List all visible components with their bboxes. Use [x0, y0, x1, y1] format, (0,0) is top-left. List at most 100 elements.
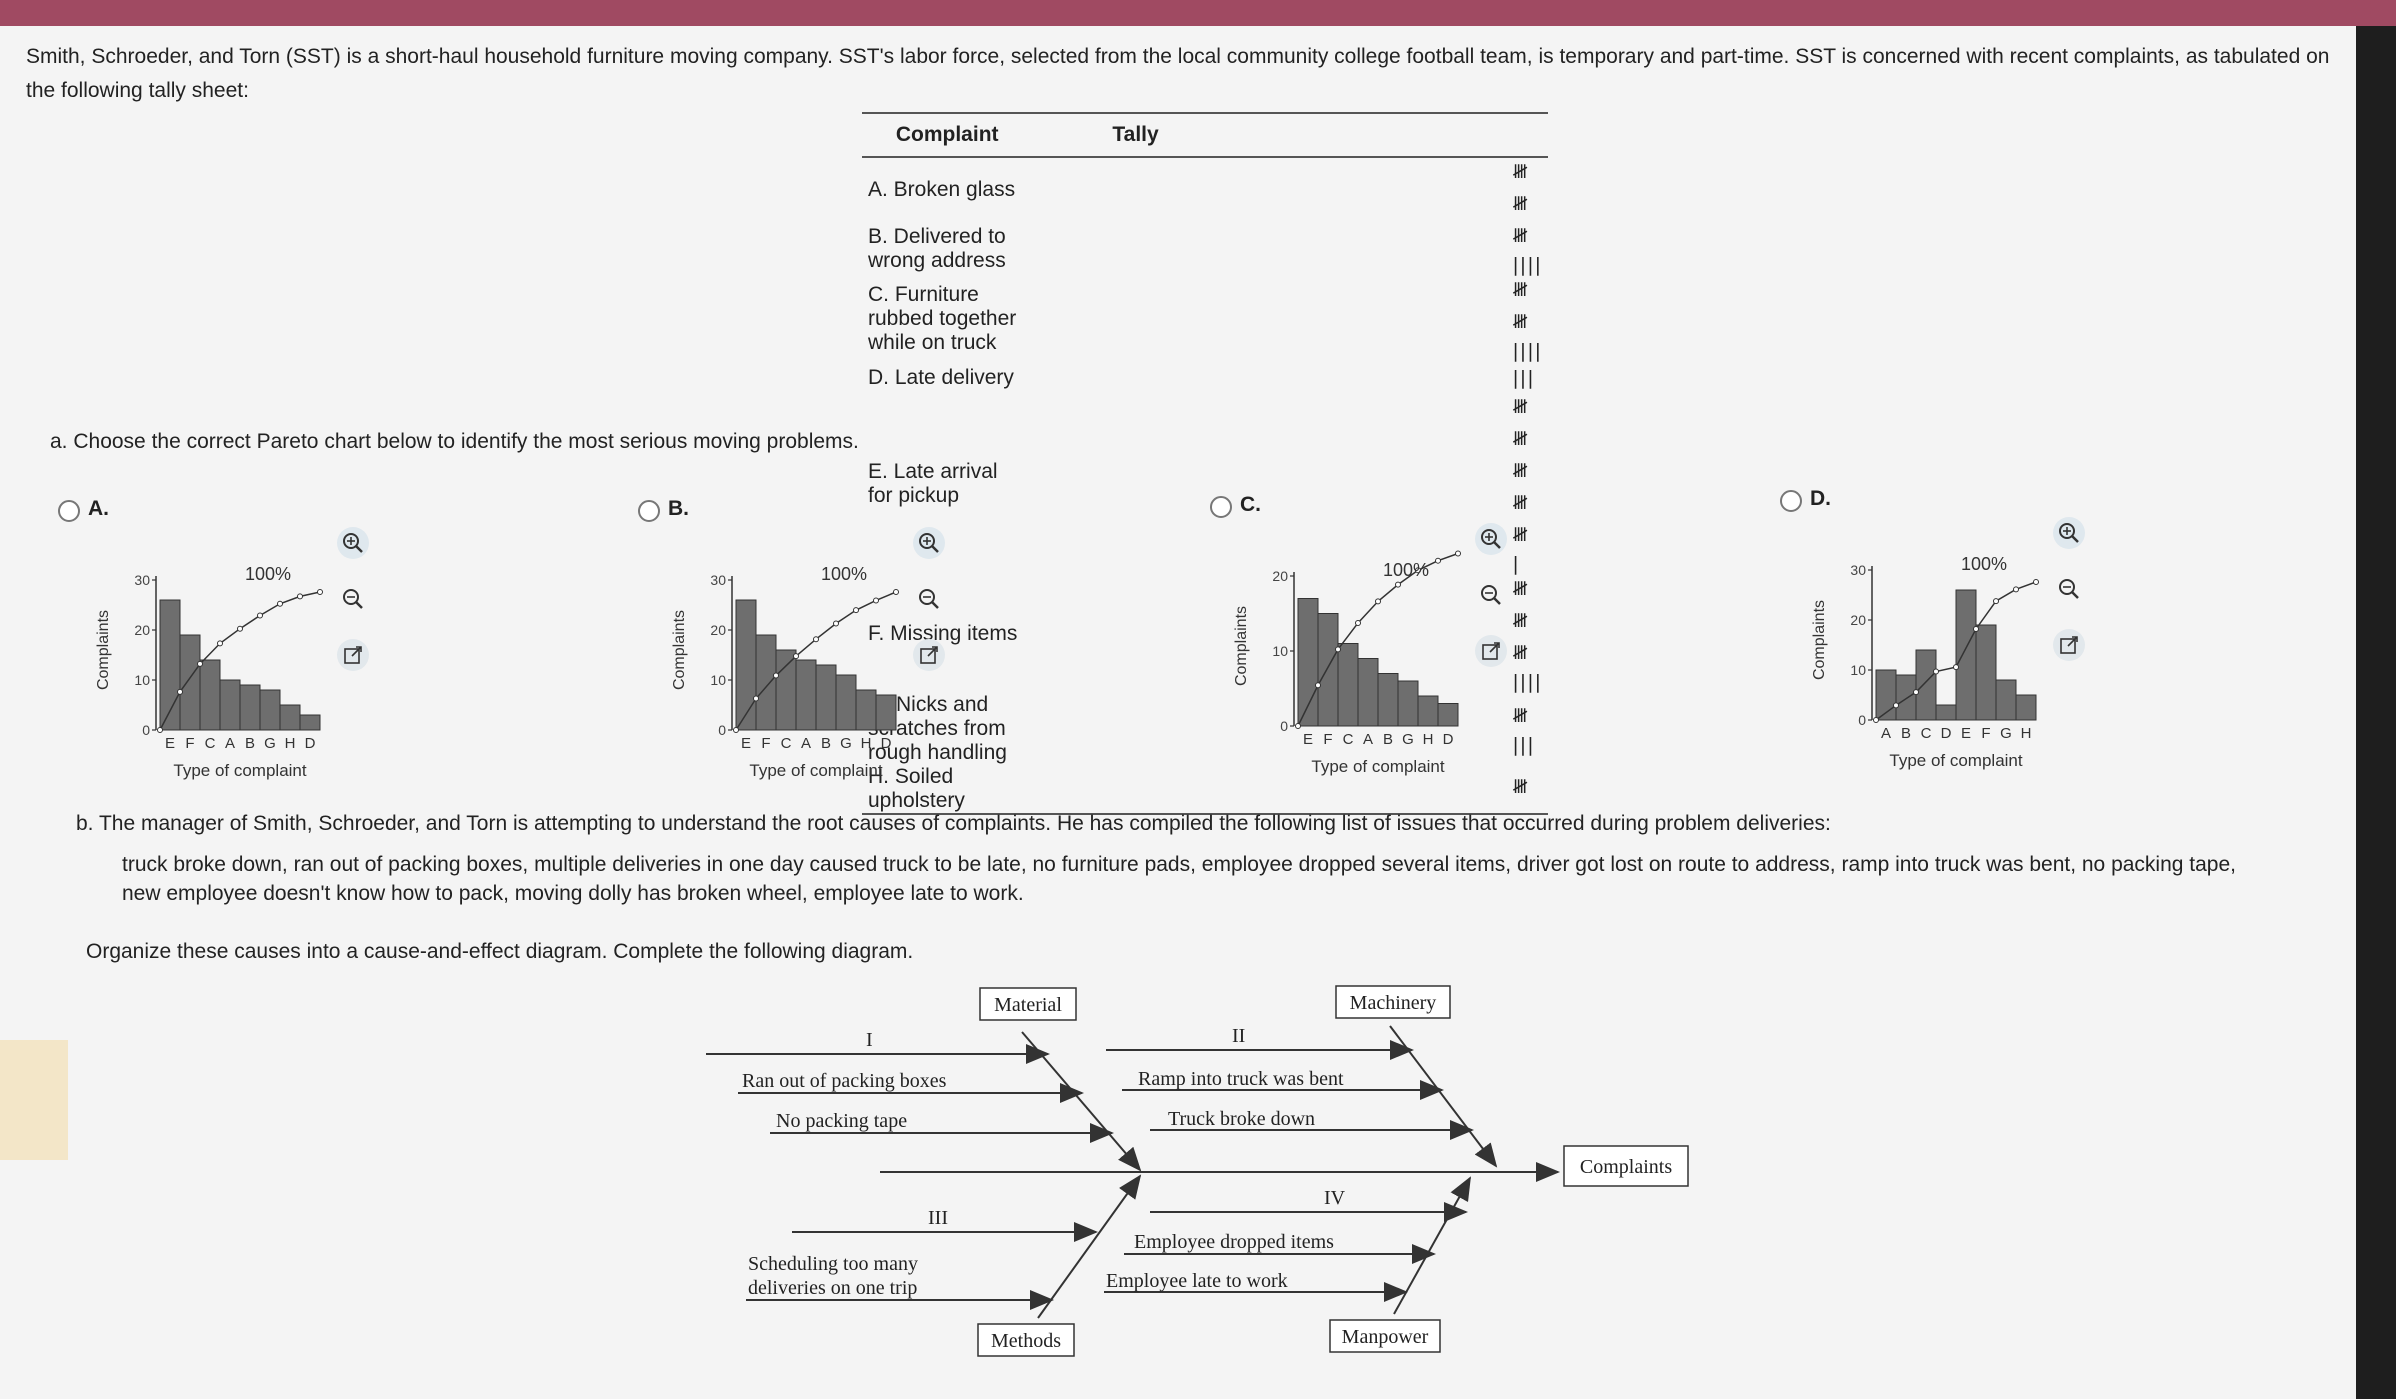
cumulative-point: [197, 660, 203, 667]
complaint-cell: D. Late delivery: [868, 365, 1014, 389]
x-tick-label: G: [264, 735, 276, 752]
zoom-in-icon[interactable]: [2052, 516, 2086, 550]
open-external-icon[interactable]: [336, 638, 370, 672]
y-tick-label: 0: [1858, 712, 1866, 728]
bar-G: [259, 689, 281, 731]
zoom-out-icon[interactable]: [912, 582, 946, 616]
intro-text: Smith, Schroeder, and Torn (SST) is a sh…: [26, 45, 2330, 102]
bar-H: [2015, 694, 2037, 721]
cumulative-point: [1933, 668, 1939, 675]
bar-B: [1377, 673, 1399, 727]
open-external-icon[interactable]: [2052, 628, 2086, 662]
tally-cell: |||: [1512, 366, 1535, 389]
x-tick-label: B: [1383, 731, 1393, 748]
x-tick-label: A: [801, 735, 811, 752]
zoom-in-icon[interactable]: [912, 526, 946, 560]
bar-E: [735, 599, 757, 731]
option-letter-a: A.: [88, 497, 109, 520]
cumulative-point: [733, 727, 739, 733]
zoom-out-icon[interactable]: [336, 582, 370, 616]
complaint-cell: G. Nicks and scratches from rough handli…: [868, 693, 1007, 764]
complaint-cell: C. Furniture rubbed together while on tr…: [868, 283, 1017, 354]
option-radio-a[interactable]: [58, 500, 80, 522]
bar-H: [279, 704, 301, 731]
zoom-in-icon[interactable]: [1474, 522, 1508, 556]
x-tick-label: H: [861, 735, 872, 752]
browser-top-bar: [0, 0, 2396, 26]
bar-A: [219, 679, 241, 731]
cumulative-point: [1395, 581, 1401, 588]
x-tick-label: D: [305, 735, 316, 752]
y-axis-label: Complaints: [1811, 600, 1828, 680]
bar-C: [1337, 643, 1359, 727]
cumulative-point: [1993, 598, 1999, 605]
cumulative-point: [1913, 689, 1919, 696]
option-radio-c[interactable]: [1210, 496, 1232, 518]
open-external-icon[interactable]: [1474, 634, 1508, 668]
cumulative-point: [1435, 557, 1441, 564]
y-tick-label: 10: [710, 672, 726, 688]
cumulative-point: [893, 589, 899, 595]
x-tick-label: H: [285, 735, 296, 752]
cumulative-point: [833, 620, 839, 627]
cumulative-point: [793, 653, 799, 660]
x-tick-label: C: [205, 735, 216, 752]
zoom-out-icon[interactable]: [2052, 572, 2086, 606]
y-tick-label: 30: [134, 572, 150, 588]
tally-cell: 𝍸 𝍸 𝍸 ||||: [1512, 578, 1542, 693]
cumulative-point: [2013, 586, 2019, 593]
x-tick-label: H: [1423, 731, 1434, 748]
x-tick-label: C: [781, 735, 792, 752]
bar-D: [875, 694, 897, 731]
x-axis-label: Type of complaint: [1311, 757, 1445, 776]
complaint-cell: B. Delivered to wrong address: [868, 225, 1006, 272]
x-axis-label: Type of complaint: [173, 761, 307, 780]
bar-F: [1975, 624, 1997, 721]
x-tick-label: A: [1881, 725, 1891, 742]
option-radio-b[interactable]: [638, 500, 660, 522]
cumulative-point: [237, 625, 243, 632]
bar-D: [1437, 703, 1459, 727]
y-tick-label: 20: [1850, 612, 1866, 628]
bar-B: [1895, 674, 1917, 721]
x-tick-label: B: [821, 735, 831, 752]
x-tick-label: F: [1981, 725, 1990, 742]
percent-label: 100%: [821, 564, 867, 584]
bar-D: [299, 714, 321, 731]
bar-D: [1935, 704, 1957, 721]
y-tick-label: 0: [142, 722, 150, 738]
question-b-text: b. The manager of Smith, Schroeder, and …: [76, 812, 1831, 835]
cumulative-point: [753, 695, 759, 702]
cumulative-point: [1295, 723, 1301, 729]
bar-F: [179, 634, 201, 731]
y-tick-label: 30: [710, 572, 726, 588]
cumulative-point: [1873, 717, 1879, 723]
cumulative-point: [177, 688, 183, 695]
y-axis-label: Complaints: [95, 610, 112, 690]
x-tick-label: A: [225, 735, 235, 752]
complaint-cell: A. Broken glass: [868, 178, 1016, 201]
open-external-icon[interactable]: [912, 638, 946, 672]
y-tick-label: 10: [1850, 662, 1866, 678]
table-row: C. Furniture rubbed together while on tr…: [862, 276, 1548, 362]
zoom-in-icon[interactable]: [336, 526, 370, 560]
zoom-out-icon[interactable]: [1474, 578, 1508, 612]
cumulative-point: [813, 636, 819, 643]
x-tick-label: E: [1303, 731, 1313, 748]
option-radio-d[interactable]: [1780, 490, 1802, 512]
cumulative-point: [317, 589, 323, 595]
option-letter-d: D.: [1810, 487, 1831, 510]
x-tick-label: E: [165, 735, 175, 752]
complaint-cell: E. Late arrival for pickup: [868, 460, 998, 507]
causes-list-text: truck broke down, ran out of packing box…: [122, 853, 2236, 905]
bar-B: [239, 684, 261, 731]
bar-E: [1955, 589, 1977, 721]
bar-G: [1995, 679, 2017, 721]
x-tick-label: C: [1921, 725, 1932, 742]
